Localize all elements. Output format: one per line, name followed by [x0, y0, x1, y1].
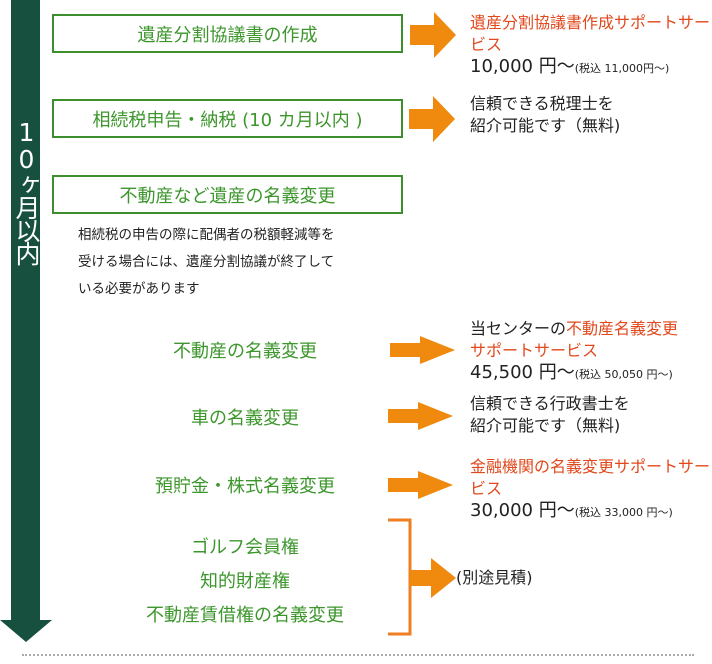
- agreement-service: 遺産分割協議書作成サポートサービス 10,000 円〜(税込 11,000円〜): [470, 12, 710, 80]
- arrow-right-icon: [390, 336, 455, 364]
- car-service: 信頼できる行政書士を 紹介可能です（無料): [470, 393, 630, 437]
- transfer-item-car: 車の名義変更: [191, 408, 299, 429]
- other-item: ゴルフ会員権: [191, 537, 299, 558]
- other-result: (別途見積): [456, 568, 533, 587]
- service-name: 遺産分割協議書作成サポートサービス: [470, 13, 711, 54]
- real-estate-service: 当センターの不動産名義変更 サポートサービス 45,500 円〜(税込 50,0…: [470, 318, 710, 386]
- arrow-right-icon: [410, 12, 456, 58]
- price: 45,500 円〜: [470, 362, 575, 383]
- timeline-label: 10ヶ月以内: [12, 118, 41, 264]
- transfer-item-real-estate: 不動産の名義変更: [173, 341, 317, 362]
- arrow-right-icon: [409, 96, 455, 142]
- result-line: 信頼できる行政書士を: [470, 394, 630, 413]
- arrow-right-icon: [388, 471, 453, 499]
- result-line: 紹介可能です（無料): [470, 416, 621, 435]
- arrow-right-icon: [388, 402, 453, 430]
- step-box-tax: 相続税申告・納税 (10 カ月以内 ): [52, 99, 403, 138]
- savings-service: 金融機関の名義変更サポートサービス 30,000 円〜(税込 33,000 円〜…: [470, 456, 710, 524]
- timeline-bar: [11, 0, 40, 622]
- price: 30,000 円〜: [470, 500, 575, 521]
- other-item: 不動産賃借権の名義変更: [146, 605, 344, 626]
- transfer-item-savings: 預貯金・株式名義変更: [155, 476, 335, 497]
- timeline-arrowhead: [0, 620, 52, 642]
- result-line: 紹介可能です（無料): [470, 116, 621, 135]
- step-box-agreement: 遺産分割協議書の作成: [52, 14, 403, 53]
- bracket-arrow-icon: [388, 518, 456, 636]
- price: 10,000 円〜: [470, 56, 575, 77]
- note-line: 受ける場合には、遺産分割協議が終了して: [78, 254, 335, 270]
- divider: [22, 654, 694, 656]
- tax-service: 信頼できる税理士を 紹介可能です（無料): [470, 93, 620, 137]
- service-name: 不動産名義変更: [566, 319, 679, 338]
- note-line: 相続税の申告の際に配偶者の税額軽減等を: [78, 227, 335, 243]
- transfer-note: 相続税の申告の際に配偶者の税額軽減等を 受ける場合には、遺産分割協議が終了して …: [78, 222, 335, 303]
- prefix: 当センターの: [470, 319, 567, 338]
- step-box-transfer: 不動産など遺産の名義変更: [52, 175, 403, 214]
- price-tax: (税込 11,000円〜): [574, 62, 670, 75]
- service-name: 金融機関の名義変更サポートサービス: [470, 457, 711, 498]
- price-tax: (税込 33,000 円〜): [574, 506, 673, 519]
- note-line: いる必要があります: [78, 281, 200, 297]
- price-tax: (税込 50,050 円〜): [574, 368, 673, 381]
- service-name: サポートサービス: [470, 341, 599, 360]
- other-item: 知的財産権: [200, 571, 290, 592]
- result-line: 信頼できる税理士を: [470, 94, 614, 113]
